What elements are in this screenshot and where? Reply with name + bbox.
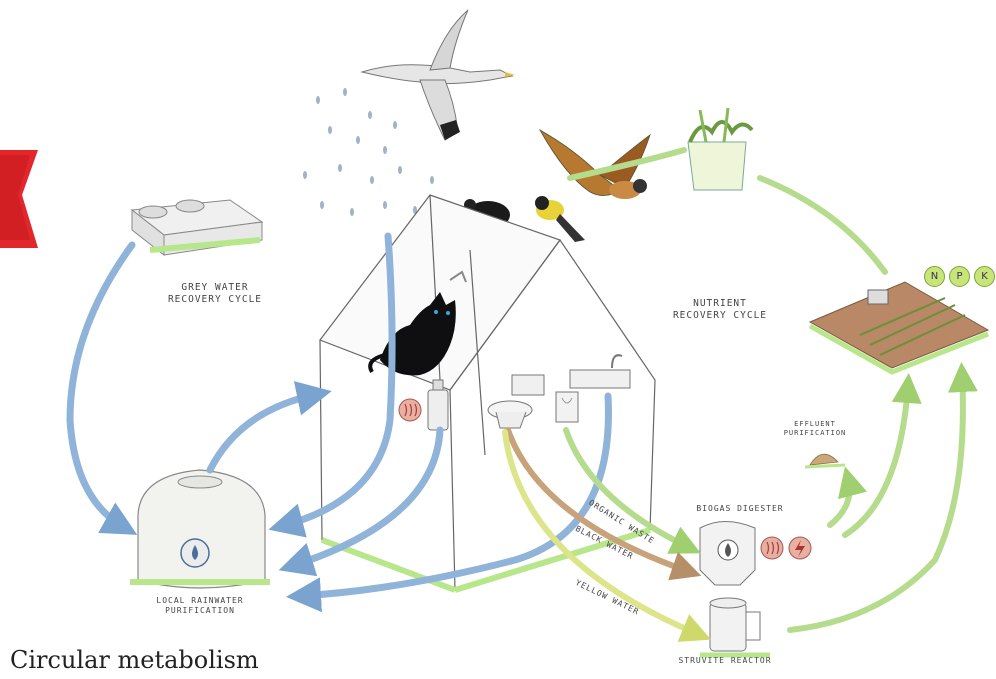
nutrient-cycle-label: NUTRIENT RECOVERY CYCLE [672,298,768,321]
flow-field-to-bag [757,175,888,275]
faucet-icon [449,270,467,283]
electricity-icon [788,536,812,560]
flow-digester-to-field [842,373,922,538]
flow-reactor-to-field [787,362,978,633]
flow-sink-to-tank [286,392,612,613]
biogas-digester-illustration [699,521,756,586]
caption-title: Circular metabolism [10,646,259,674]
seagull-illustration [360,9,515,141]
flow-black-water [505,427,702,581]
struvite-reactor-label: STRUVITE REACTOR [678,656,772,665]
rainwater-purification-label: LOCAL RAINWATER PURIFICATION [156,596,244,615]
flow-rain-to-tank [268,232,396,538]
farm-field-illustration [808,281,990,375]
nutrient-k-badge: K [974,266,995,287]
grey-water-module-illustration [130,199,264,257]
flow-soap-to-tank [278,426,444,577]
rain-drops [303,88,434,216]
grey-water-cycle-label: GREY WATER RECOVERY CYCLE [167,282,263,305]
biogas-digester-label: BIOGAS DIGESTER [696,504,784,513]
flow-tank-to-house [206,381,332,474]
nutrient-n-badge: N [924,266,945,287]
heat-icon [398,398,422,422]
struvite-reactor-illustration [700,597,770,658]
vegetable-bag-illustration [687,107,754,191]
yellow-bird-illustration [535,196,585,242]
heat-output-icon [760,536,784,560]
toilet-illustration [487,374,545,429]
nutrient-p-badge: P [949,266,970,287]
rainwater-tank-illustration [130,469,270,589]
flow-organic-waste [563,427,701,554]
flow-greywater-to-tank [66,241,138,535]
flow-digester-to-effluent [827,466,868,528]
songbird-illustration [538,128,651,199]
effluent-purification-label: EFFLUENT PURIFICATION [783,420,847,437]
effluent-pile-illustration [804,453,846,469]
sink-illustration [555,354,631,423]
flow-yellow-water [502,429,712,642]
flow-bag-to-bird [567,147,687,181]
cat-illustration [368,292,456,376]
